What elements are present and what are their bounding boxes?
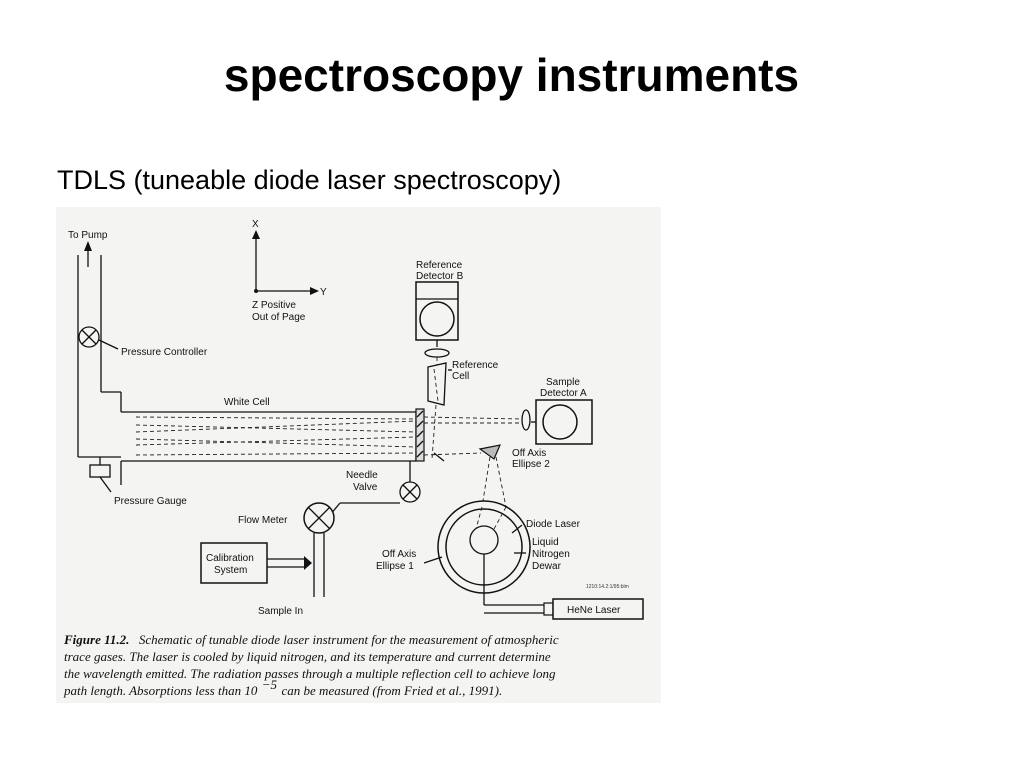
calibration-system-label-2: System [214,565,247,576]
axis-y-label: Y [320,287,327,298]
off-axis-ellipse-2-label-1: Off Axis [512,448,546,459]
figure-caption-line-1: Figure 11.2. Schematic of tunable diode … [63,631,559,648]
reference-detector-label-2: Detector B [416,271,464,282]
off-axis-ellipse-2 [433,444,507,508]
off-axis-ellipse-1-label-1: Off Axis [382,549,416,560]
figure-background [56,207,661,703]
pressure-controller-valve [78,326,119,350]
sample-in-label: Sample In [258,606,303,617]
liquid-nitrogen-label-3: Dewar [532,561,562,572]
needle-valve-label-2: Valve [353,482,378,493]
diode-laser-label: Diode Laser [526,519,581,530]
off-axis-ellipse-1-pointer [423,556,443,564]
reference-cell-label-2: Cell [452,371,469,382]
figure-caption-line-2: trace gases. The laser is cooled by liqu… [64,649,551,664]
white-cell-label: White Cell [224,397,270,408]
sample-detector-label-1: Sample [546,377,580,388]
axis-x-label: X [252,219,259,230]
liquid-nitrogen-label-2: Nitrogen [532,549,570,560]
needle-valve [329,461,421,516]
to-pump-label: To Pump [68,230,108,241]
liquid-nitrogen-label-1: Liquid [532,537,559,548]
white-cell-beam-paths [135,404,523,460]
pressure-gauge [89,457,112,493]
pressure-controller-label: Pressure Controller [121,347,208,358]
reference-detector-b [415,281,459,347]
off-axis-ellipse-2-label-2: Ellipse 2 [512,459,550,470]
calibration-system [200,542,312,584]
z-positive-label: Z Positive [252,300,296,311]
figure-caption-line-3: the wavelength emitted. The radiation pa… [64,666,556,681]
hene-laser [484,598,644,620]
figure-caption-line-4: path length. Absorptions less than 10 −5… [63,676,502,699]
reference-lens [424,348,450,365]
axes-indicator [252,230,319,295]
slide-title: spectroscopy instruments [223,49,800,101]
off-axis-ellipse-1-label-2: Ellipse 1 [376,561,414,572]
slide-subtitle: TDLS (tuneable diode laser spectroscopy) [57,165,562,195]
sample-detector-a [521,399,593,445]
tdls-schematic-figure: To Pump Pressure Controller X Y Z Positi… [56,207,661,703]
reference-cell [427,362,452,406]
liquid-nitrogen-dewar [437,500,531,605]
pump-tube [77,241,102,457]
sample-detector-label-2: Detector A [540,388,587,399]
drawing-code-label: 1210:14.2:1/95:blm [586,584,629,590]
calibration-system-label-1: Calibration [206,553,254,564]
pressure-gauge-label: Pressure Gauge [114,496,187,507]
needle-valve-label-1: Needle [346,470,378,481]
flow-meter [303,502,335,597]
out-of-page-label: Out of Page [252,312,306,323]
reference-cell-label-1: Reference [452,360,499,371]
flow-meter-label: Flow Meter [238,515,288,526]
hene-laser-label: HeNe Laser [567,605,621,616]
reference-detector-label-1: Reference [416,260,463,271]
